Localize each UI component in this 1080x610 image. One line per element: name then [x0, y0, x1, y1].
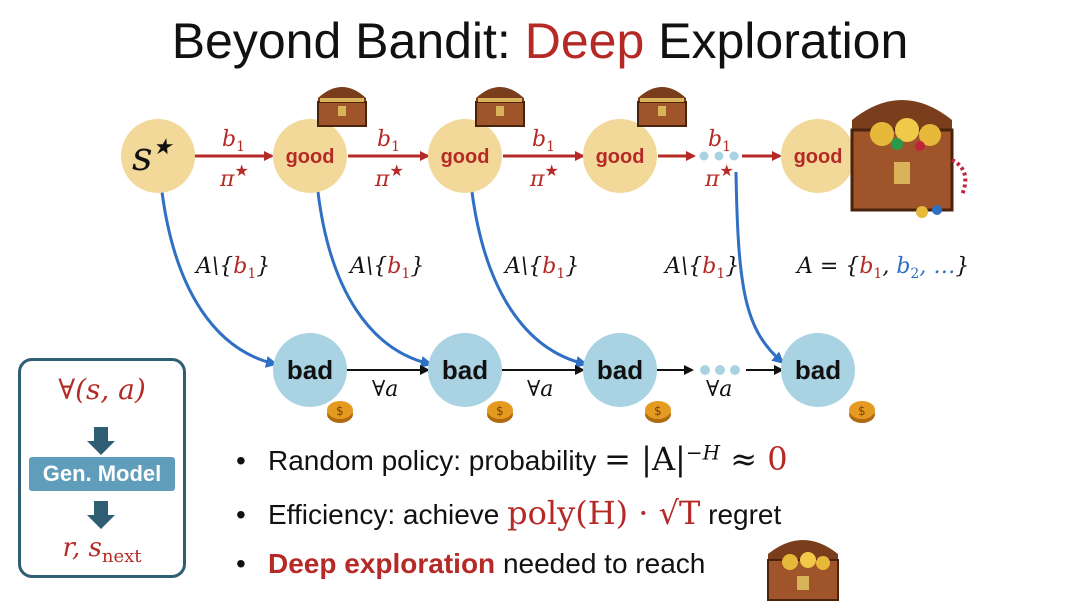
svg-text:∀a: ∀a [372, 377, 398, 402]
good-nodes: good good good good [273, 119, 855, 193]
bad-nodes: bad bad bad bad [273, 333, 855, 407]
svg-text:A\{b1}: A\{b1} [663, 254, 739, 282]
svg-text:∀a: ∀a [706, 377, 732, 402]
coin-icon: $ [645, 401, 671, 423]
cross-edge-labels: A\{b1} A\{b1} A\{b1} A\{b1} [194, 254, 739, 282]
bad-node-label: bad [287, 355, 333, 385]
slide-title: Beyond Bandit: Deep Exploration [0, 12, 1080, 70]
arrow-down-icon [94, 501, 108, 515]
svg-text:$: $ [496, 404, 504, 418]
svg-text:s★: s★ [132, 134, 174, 180]
svg-text:∀a: ∀a [527, 377, 553, 402]
bottom-edge-labels: ∀a ∀a ∀a [372, 377, 732, 402]
cross-arrow-1 [160, 191, 278, 368]
svg-text:π★: π★ [704, 161, 734, 192]
good-node-label: good [441, 146, 490, 168]
top-arrows [193, 151, 782, 161]
small-treasure-chest-icon [475, 87, 525, 127]
small-treasure-chest-icon [317, 87, 367, 127]
cross-arrows [160, 171, 785, 368]
svg-text:π★: π★ [529, 161, 559, 192]
title-part2: Exploration [644, 13, 909, 69]
top-ellipsis-dot [729, 151, 739, 161]
bottom-ellipsis-dot [730, 365, 740, 375]
bad-node-label: bad [795, 355, 841, 385]
coin-icon: $ [849, 401, 875, 423]
top-ellipsis-dot [714, 151, 724, 161]
svg-text:A\{b1}: A\{b1} [503, 254, 579, 282]
svg-text:$: $ [654, 404, 662, 418]
coin-icon: $ [327, 401, 353, 423]
bad-node-label: bad [442, 355, 488, 385]
svg-text:b1: b1 [377, 127, 400, 155]
generative-model-box: ∀(s, a) Gen. Model r, snext [18, 358, 186, 578]
model-output: r, snext [62, 533, 142, 568]
svg-text:b1: b1 [532, 127, 555, 155]
gen-model-label: Gen. Model [29, 457, 175, 491]
svg-text:$: $ [336, 404, 344, 418]
action-set-label: A = {b1, b2, …} [795, 254, 969, 282]
svg-text:b1: b1 [222, 127, 245, 155]
bullet-random-policy: •Random policy: probability = |A|−H ≈ 0 [236, 440, 788, 478]
coin-icon: $ [487, 401, 513, 423]
large-treasure-chest-icon [850, 100, 968, 218]
svg-text:A\{b1}: A\{b1} [194, 254, 270, 282]
title-accent: Deep [524, 13, 645, 69]
bottom-arrows [347, 365, 784, 375]
svg-text:π★: π★ [374, 161, 404, 192]
bullet-efficiency: •Efficiency: achieve poly(H) · √T regret [236, 494, 782, 532]
bottom-ellipsis-dot [715, 365, 725, 375]
svg-text:A\{b1}: A\{b1} [348, 254, 424, 282]
bottom-ellipsis-dot [700, 365, 710, 375]
svg-text:$: $ [858, 404, 866, 418]
bullet-treasure-chest-icon [767, 540, 839, 601]
cross-arrow-3 [470, 191, 588, 368]
model-input: ∀(s, a) [58, 373, 146, 406]
arrow-head-icon [87, 515, 115, 529]
cross-arrow-2 [316, 191, 433, 368]
good-node-label: good [794, 146, 843, 168]
arrow-down-icon [94, 427, 108, 441]
bad-node-label: bad [597, 355, 643, 385]
good-node-label: good [596, 146, 645, 168]
good-node-label: good [286, 146, 335, 168]
top-ellipsis-dot [699, 151, 709, 161]
arrow-head-icon [87, 441, 115, 455]
title-part1: Beyond Bandit: [171, 13, 525, 69]
bullet-deep-exploration: •Deep exploration needed to reach [236, 548, 706, 579]
small-treasure-chest-icon [637, 87, 687, 127]
start-star: ★ [153, 135, 174, 160]
cross-arrow-4 [734, 171, 785, 364]
svg-text:π★: π★ [219, 161, 249, 192]
start-node: s★ [121, 119, 195, 193]
svg-text:b1: b1 [708, 127, 731, 155]
top-edge-labels: b1 π★ b1 π★ b1 π★ b1 π★ [219, 127, 734, 192]
start-label: s [132, 134, 153, 180]
